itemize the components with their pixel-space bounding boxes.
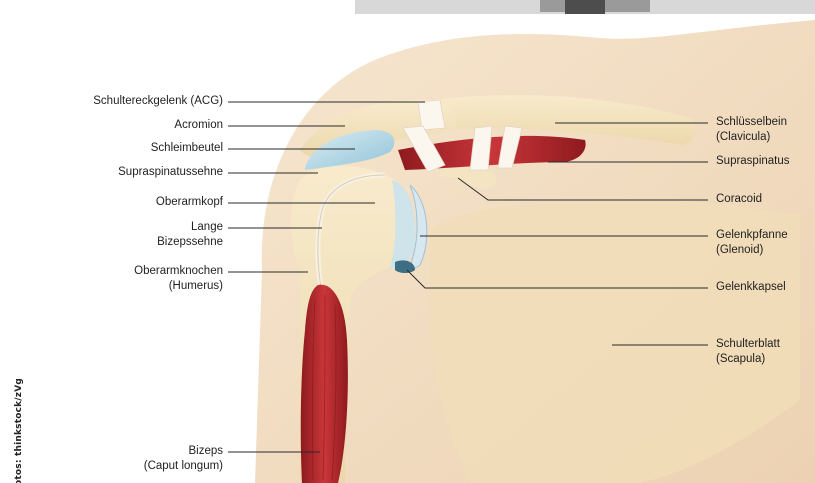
- label-bizepssehne: Lange Bizepssehne: [157, 220, 223, 250]
- label-oberarmkopf: Oberarmkopf: [156, 195, 223, 210]
- label-acromion: Acromion: [174, 118, 223, 133]
- label-schleimbeutel: Schleimbeutel: [151, 141, 223, 156]
- label-humerus: Oberarmknochen (Humerus): [134, 264, 223, 294]
- label-scapula: Schulterblatt (Scapula): [716, 337, 780, 367]
- photo-credit: otos: thinkstock/zVg: [14, 366, 24, 483]
- label-coracoid: Coracoid: [716, 192, 762, 207]
- label-gelenkkapsel: Gelenkkapsel: [716, 280, 786, 295]
- label-supraspinatus: Supraspinatus: [716, 154, 790, 169]
- label-acg: Schultereckgelenk (ACG): [93, 94, 223, 109]
- label-clavicula: Schlüsselbein (Clavicula): [716, 115, 787, 145]
- label-glenoid: Gelenkpfanne (Glenoid): [716, 228, 788, 258]
- label-bizeps: Bizeps (Caput longum): [144, 444, 223, 474]
- label-supraspinatussehne: Supraspinatussehne: [118, 165, 223, 180]
- top-photo-strip: [355, 0, 815, 14]
